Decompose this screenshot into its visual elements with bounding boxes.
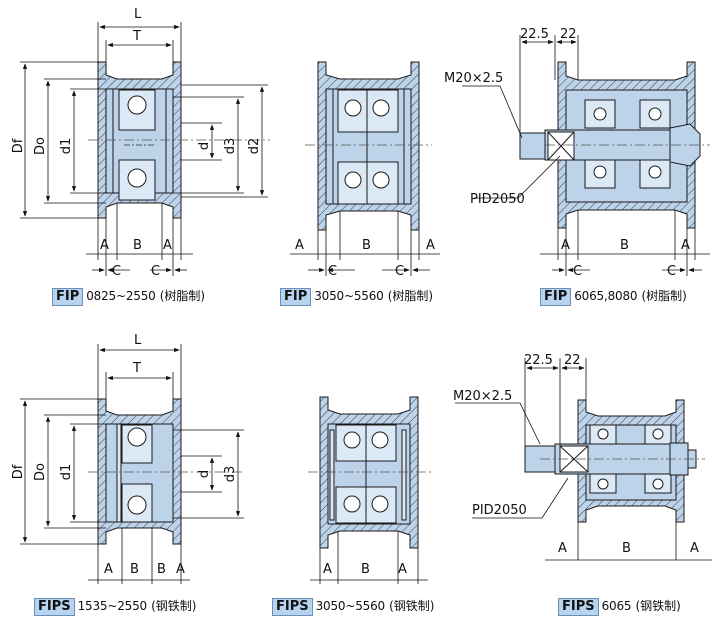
dim-A-right: A [176, 562, 185, 577]
dim-Do: Do [33, 137, 48, 155]
material-note: (钢铁制) [635, 599, 681, 613]
dim-d3: d3 [223, 138, 238, 155]
dim-B: B [622, 541, 631, 556]
dim-T: T [132, 29, 141, 44]
idler-body [97, 398, 182, 545]
size-range: 1535~2550 [77, 599, 148, 613]
model-code-label: FIPS [272, 598, 313, 616]
dim-d: d [197, 142, 212, 150]
pid-label: PID2050 [472, 503, 527, 518]
thread-label: M20×2.5 [444, 71, 503, 86]
panel-fips-3050-5560: A B A [308, 396, 432, 584]
dim-A-right: A [426, 238, 435, 253]
material-note: (树脂制) [641, 289, 687, 303]
dim-A-left: A [104, 562, 113, 577]
material-note: (钢铁制) [151, 599, 197, 613]
dim-C-left: C [328, 264, 337, 279]
material-note: (钢铁制) [389, 599, 435, 613]
dim-L: L [134, 7, 142, 22]
dim-A-right: A [163, 238, 172, 253]
dim-Df: Df [11, 138, 26, 153]
panel-fip-0825-2550: L T Df Do d1 d d3 d2 A B A C C [11, 7, 270, 279]
dim-22: 22 [564, 353, 581, 368]
model-code-label: FIP [280, 288, 312, 306]
dim-B: B [361, 562, 370, 577]
dim-d2: d2 [247, 138, 262, 155]
dim-22-5: 22.5 [524, 353, 553, 368]
size-range: 6065,8080 [574, 289, 638, 303]
dim-C-left: C [573, 264, 582, 279]
idler-body [317, 61, 420, 231]
dim-d: d [197, 470, 212, 478]
dim-d3: d3 [223, 466, 238, 483]
thread-label: M20×2.5 [453, 389, 512, 404]
dim-22: 22 [560, 27, 577, 42]
dim-B-right: B [157, 562, 166, 577]
dim-C-right: C [667, 264, 676, 279]
dim-d1: d1 [59, 464, 74, 481]
dim-A-left: A [561, 238, 570, 253]
dim-C-right: C [151, 264, 160, 279]
dim-A-left: A [295, 238, 304, 253]
dim-d1: d1 [59, 138, 74, 155]
dim-A-left: A [100, 238, 109, 253]
material-note: (树脂制) [159, 289, 206, 303]
dim-A-right: A [398, 562, 407, 577]
dim-C-right: C [395, 264, 404, 279]
size-range: 6065 [601, 599, 632, 613]
dim-22-5: 22.5 [520, 27, 549, 42]
dim-A-left: A [323, 562, 332, 577]
panel-fip-6065-8080: 22.5 22 M20×2.5 PID2050 A B A C C [444, 27, 710, 279]
material-note: (树脂制) [387, 289, 434, 303]
dim-Do: Do [33, 463, 48, 481]
model-code-label: FIPS [558, 598, 599, 616]
dim-T: T [132, 361, 141, 376]
panel-fips-6065: 22.5 22 M20×2.5 PID2050 A B A [453, 353, 712, 561]
idler-body [524, 399, 697, 523]
dim-L: L [134, 333, 142, 348]
idler-body [319, 396, 419, 549]
dim-B: B [133, 238, 142, 253]
size-range: 0825~2550 [86, 289, 156, 303]
idler-body [97, 61, 182, 219]
model-code-label: FIPS [34, 598, 75, 616]
dim-B: B [620, 238, 629, 253]
panel-fip-3050-5560: A B A C C [290, 61, 440, 279]
panel-fips-1535-2550: L T Df Do d1 d d3 A B B A [11, 333, 245, 584]
dim-A-right: A [690, 541, 699, 556]
dim-A-left: A [558, 541, 567, 556]
dim-A-right: A [681, 238, 690, 253]
size-range: 3050~5560 [314, 289, 384, 303]
model-code-label: FIP [540, 288, 572, 306]
dim-B: B [362, 238, 371, 253]
dim-B-left: B [130, 562, 139, 577]
model-code-label: FIP [52, 288, 84, 306]
dim-C-left: C [112, 264, 121, 279]
dim-Df: Df [11, 464, 26, 479]
pid-label: PID2050 [470, 192, 525, 207]
size-range: 3050~5560 [315, 599, 386, 613]
